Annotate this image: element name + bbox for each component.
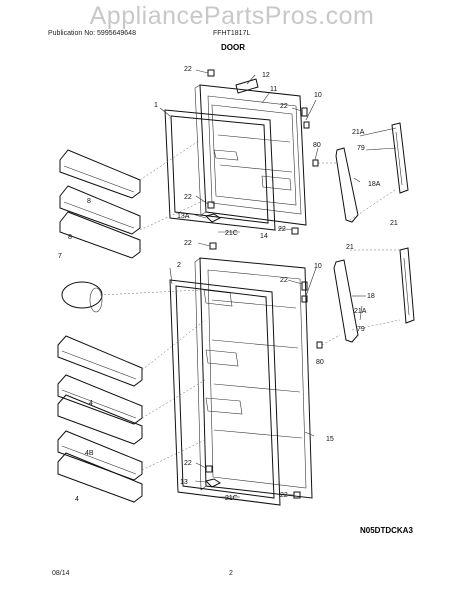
door-stop-13A <box>205 213 221 223</box>
spacer-80b <box>316 341 323 349</box>
callout-22: 22 <box>184 240 192 247</box>
hinge-pin-22f <box>301 281 308 291</box>
callout-15: 15 <box>326 436 334 443</box>
callout-22: 22 <box>278 226 286 233</box>
callout-leaders <box>159 69 397 498</box>
diagram-code: N05DTDCKA3 <box>360 526 413 535</box>
callout-7: 7 <box>58 253 62 260</box>
cap-22e <box>209 242 217 250</box>
callout-22: 22 <box>280 492 288 499</box>
callout-4: 4 <box>75 496 79 503</box>
hinge-pin-22b <box>301 107 308 117</box>
fresh-food-door-bins <box>57 335 143 503</box>
callout-8: 8 <box>87 198 91 205</box>
spacer-80a <box>312 159 319 167</box>
door-stop-13 <box>205 478 221 488</box>
fresh-food-door-outer-panel <box>194 257 313 499</box>
assembly-guide-lines <box>99 139 401 471</box>
watermark: AppliancePartsPros.com <box>89 2 375 30</box>
freezer-door-gasket <box>164 109 276 231</box>
footer-date: 08/14 <box>52 570 70 577</box>
page-title: DOOR <box>221 43 245 52</box>
bushing-10a <box>303 121 310 129</box>
callout-80: 80 <box>316 359 324 366</box>
callout-79: 79 <box>357 145 365 152</box>
callout-18A: 18A <box>368 181 381 188</box>
cap-22d <box>291 227 299 235</box>
fresh-food-door-gasket <box>169 279 281 506</box>
cap-22g <box>205 465 213 473</box>
callout-21A: 21A <box>354 308 367 315</box>
stop-22c <box>207 201 215 209</box>
callout-22: 22 <box>184 460 192 467</box>
model-number: FFHT1817L <box>213 30 251 37</box>
callout-14: 14 <box>260 233 268 240</box>
fresh-food-door-handle <box>333 247 415 343</box>
callout-10: 10 <box>314 92 322 99</box>
callout-12: 12 <box>262 72 270 79</box>
callout-21: 21 <box>346 244 354 251</box>
callout-4B: 4B <box>85 450 94 457</box>
callout-21C: 21C <box>225 495 238 502</box>
hinge-cap-22a <box>207 69 215 77</box>
publication-number: Publication No: 5995649648 <box>48 30 136 37</box>
callout-22: 22 <box>280 103 288 110</box>
freezer-door-handle <box>335 122 409 223</box>
callout-2: 2 <box>177 262 181 269</box>
cap-22h <box>293 491 301 499</box>
callout-80: 80 <box>313 142 321 149</box>
footer-page-number: 2 <box>229 570 233 577</box>
callout-22: 22 <box>280 277 288 284</box>
callout-11: 11 <box>270 86 277 93</box>
callout-13A: 13A <box>177 213 190 220</box>
callout-22: 22 <box>184 194 192 201</box>
callout-21C: 21C <box>225 230 238 237</box>
callout-4: 4 <box>89 400 93 407</box>
bushing-10b <box>301 295 308 303</box>
callout-10: 10 <box>314 263 322 270</box>
callout-1: 1 <box>154 102 158 109</box>
callout-21A: 21A <box>352 129 365 136</box>
egg-tray <box>61 281 103 313</box>
callout-79: 79 <box>357 326 365 333</box>
callout-13: 13 <box>180 479 188 486</box>
callout-22: 22 <box>184 66 192 73</box>
callout-21: 21 <box>390 220 398 227</box>
callout-18: 18 <box>367 293 375 300</box>
freezer-door-bins <box>59 149 141 259</box>
freezer-door-outer-panel <box>194 84 307 226</box>
callout-8: 8 <box>68 234 72 241</box>
